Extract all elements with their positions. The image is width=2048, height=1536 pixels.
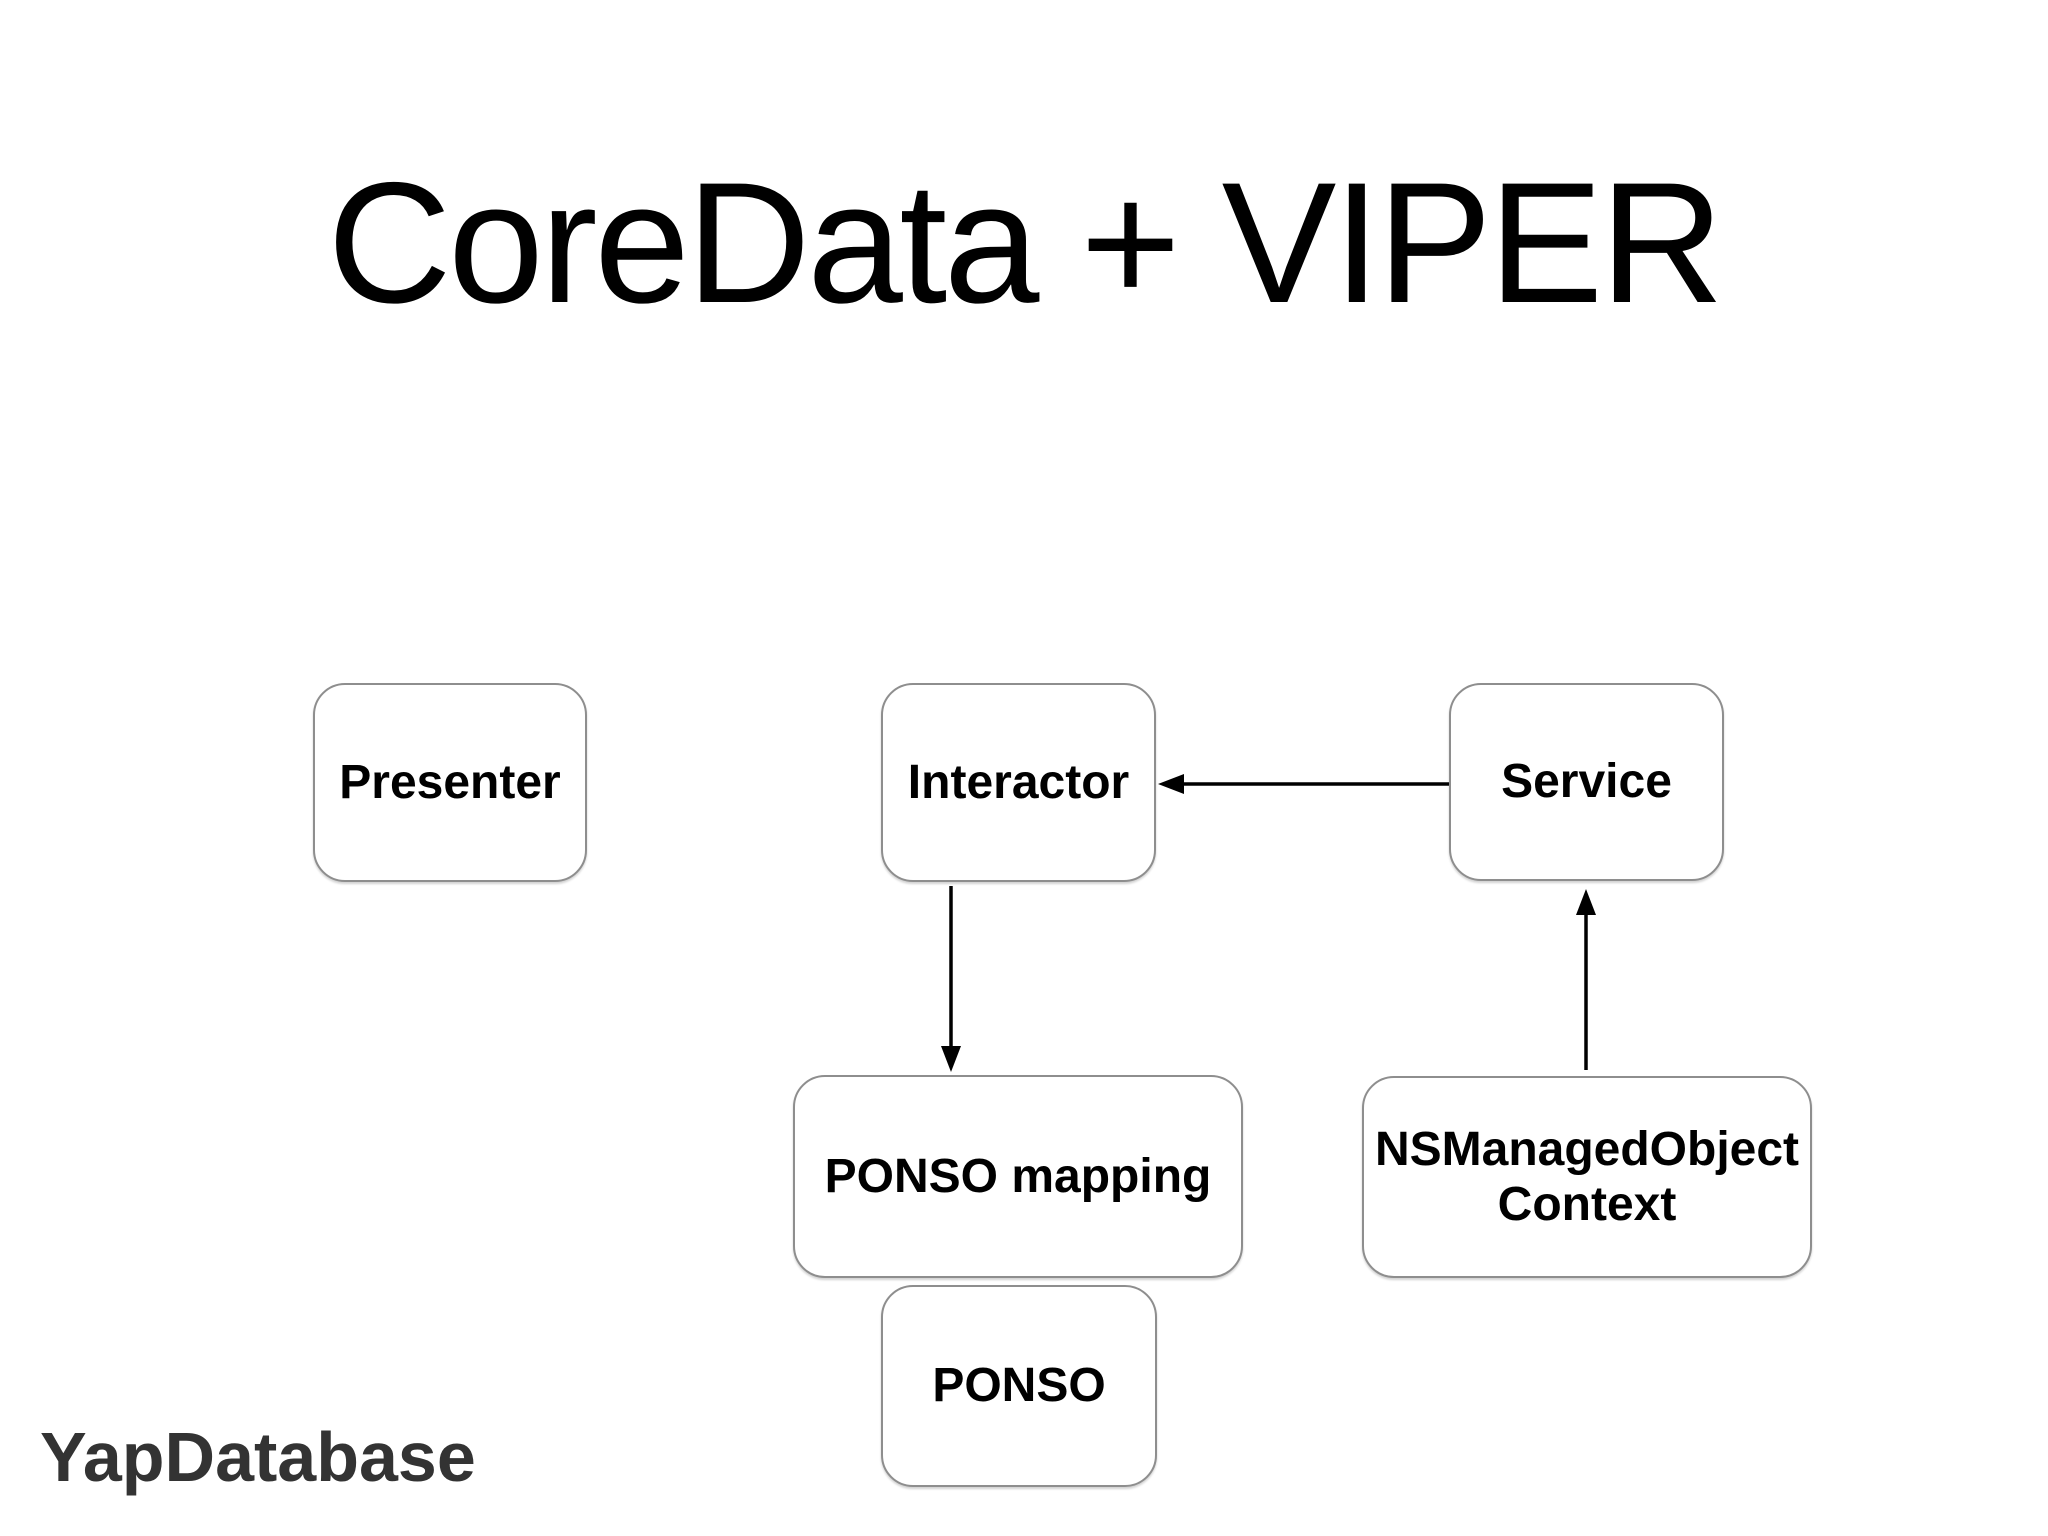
box-service-label: Service [1501,755,1672,809]
arrow-service-to-interactor [1158,774,1449,794]
arrow-interactor-to-ponso-mapping [941,886,961,1072]
box-service: Service [1449,683,1724,881]
box-presenter-label: Presenter [339,755,561,809]
page-title: CoreData + VIPER [327,147,1724,339]
box-ponso: PONSO [881,1285,1157,1487]
box-ponso-label: PONSO [932,1359,1106,1413]
box-nsmanagedobject-context-label: NSManagedObject Context [1374,1122,1800,1231]
box-presenter: Presenter [313,683,587,882]
box-ponso-mapping: PONSO mapping [793,1075,1243,1278]
box-nsmanagedobject-context: NSManagedObject Context [1362,1076,1812,1278]
arrow-nsmanagedobject-context-to-service [1576,889,1596,1070]
box-interactor: Interactor [881,683,1156,882]
footer-brand: YapDatabase [40,1418,476,1496]
box-ponso-mapping-label: PONSO mapping [824,1149,1212,1203]
box-interactor-label: Interactor [907,755,1130,809]
